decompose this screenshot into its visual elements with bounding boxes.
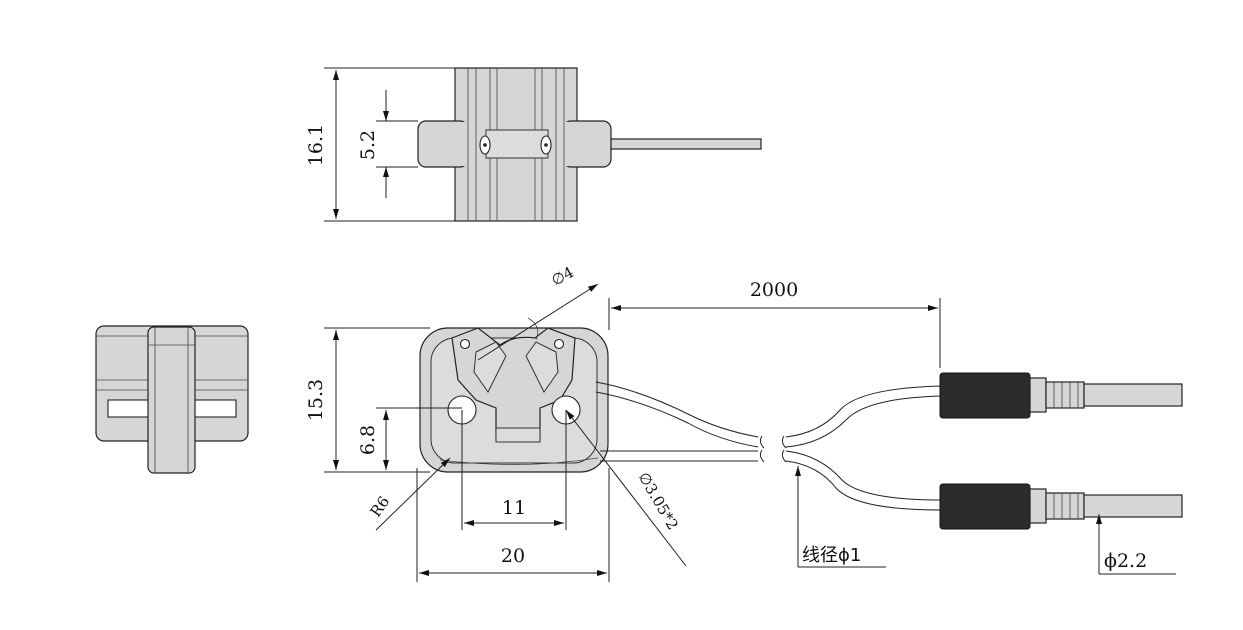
top-height-label: 16.1 [305,124,327,166]
hole-height-label: 6.8 [357,425,379,455]
width-label: 20 [501,545,525,567]
hole-diameter-label: ∅3.05*2 [635,469,682,533]
front-height-label: 15.3 [305,379,327,421]
lower-connector [939,483,1183,530]
cables [595,381,943,511]
front-view [419,327,609,473]
radius-label: R6 [367,493,394,520]
connector-diameter-label: ϕ2.2 [1104,550,1147,572]
upper-connector [939,372,1183,419]
top-slot-label: 5.2 [357,130,379,160]
top-view-cable [610,138,762,150]
hole-spacing-label: 11 [502,497,526,519]
side-view [95,325,249,474]
top-view: 16.1 5.2 [305,67,762,222]
wire-diameter-label: 线径ϕ1 [802,545,861,566]
side-view-clip [147,326,196,474]
top-diameter-label: ∅4 [548,263,576,290]
top-view-center-slot [485,129,549,159]
cable-length-label: 2000 [750,279,798,301]
